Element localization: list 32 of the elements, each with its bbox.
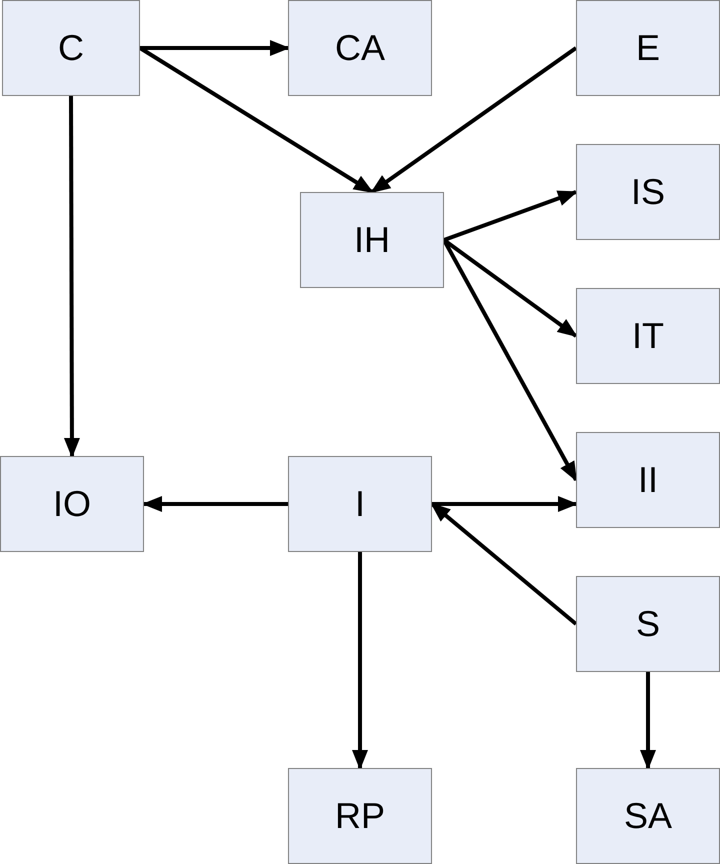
process-box — [288, 0, 432, 96]
process-box — [576, 144, 720, 240]
arrow — [443, 190, 578, 242]
process-box — [576, 0, 720, 96]
node-label: S — [636, 603, 660, 645]
node-label: SA — [624, 795, 672, 837]
node-label: IS — [630, 171, 665, 213]
node-label: II — [638, 459, 658, 501]
process-box — [576, 768, 720, 864]
node-label: IH — [354, 219, 390, 261]
arrow — [640, 672, 656, 770]
node-label: IO — [52, 483, 91, 525]
node-label: E — [636, 27, 660, 69]
arrow — [432, 496, 578, 512]
node-label: CA — [334, 27, 385, 69]
arrow — [140, 40, 290, 56]
arrow — [64, 96, 80, 458]
process-box — [300, 192, 444, 288]
node-label: IT — [632, 315, 664, 357]
process-box — [576, 576, 720, 672]
process-box — [2, 0, 140, 96]
node-label: I — [354, 483, 365, 525]
process-box — [576, 432, 720, 528]
arrow — [352, 552, 368, 770]
node-label: C — [58, 27, 84, 69]
node-label: RP — [334, 795, 385, 837]
process-box — [288, 768, 432, 864]
process-box — [576, 288, 720, 384]
process-box — [0, 456, 144, 552]
arrow — [142, 496, 288, 512]
process-box — [288, 456, 432, 552]
arrow — [370, 46, 578, 194]
